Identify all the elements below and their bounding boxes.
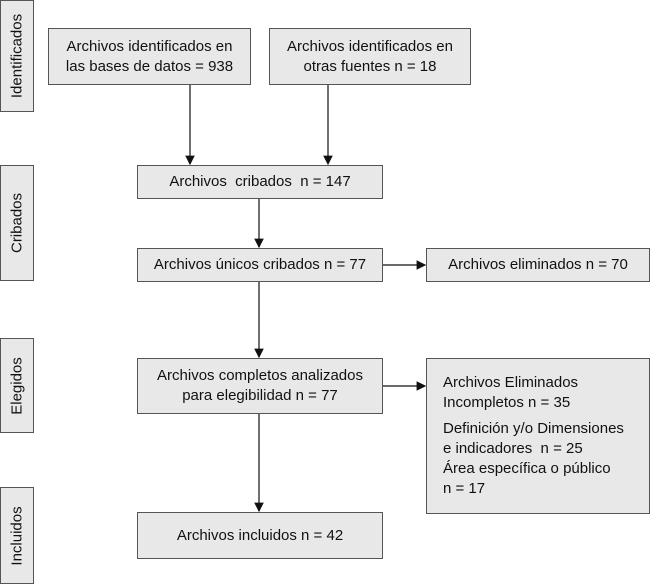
- box-text: Archivos identificados en: [287, 37, 453, 55]
- stage-identificados: Identificados: [0, 0, 34, 112]
- box-text: Área específica o público: [443, 460, 611, 477]
- box-text: n = 17: [443, 480, 486, 497]
- box-text: Archivos completos analizados: [157, 367, 363, 384]
- stage-cribados: Cribados: [0, 165, 34, 281]
- box-text: otras fuentes n = 18: [303, 57, 437, 75]
- box-eligibility: Archivos completos analizados para elegib…: [137, 358, 383, 414]
- box-text: Archivos Eliminados: [443, 374, 579, 391]
- box-databases: Archivos identificados en las bases de da…: [48, 28, 251, 85]
- box-text: Definición y/o Dimensiones: [443, 420, 624, 437]
- stage-incluidos: Incluidos: [0, 487, 34, 584]
- box-screened: Archivos cribados n = 147: [137, 165, 383, 199]
- box-included: Archivos incluidos n = 42: [137, 512, 383, 559]
- box-text: para elegibilidad n = 77: [182, 387, 338, 404]
- box-text: las bases de datos = 938: [65, 57, 234, 75]
- box-text: Archivos identificados en: [66, 37, 233, 55]
- box-excluded: Archivos Eliminados Incompletos n = 35 D…: [426, 358, 650, 514]
- box-text: Incompletos n = 35: [443, 394, 571, 411]
- stage-elegidos: Elegidos: [0, 338, 34, 433]
- box-unique-screened: Archivos únicos cribados n = 77: [137, 248, 383, 282]
- box-removed: Archivos eliminados n = 70: [426, 248, 650, 282]
- box-other-sources: Archivos identificados en otras fuentes n…: [269, 28, 471, 85]
- box-text: e indicadores n = 25: [443, 440, 583, 457]
